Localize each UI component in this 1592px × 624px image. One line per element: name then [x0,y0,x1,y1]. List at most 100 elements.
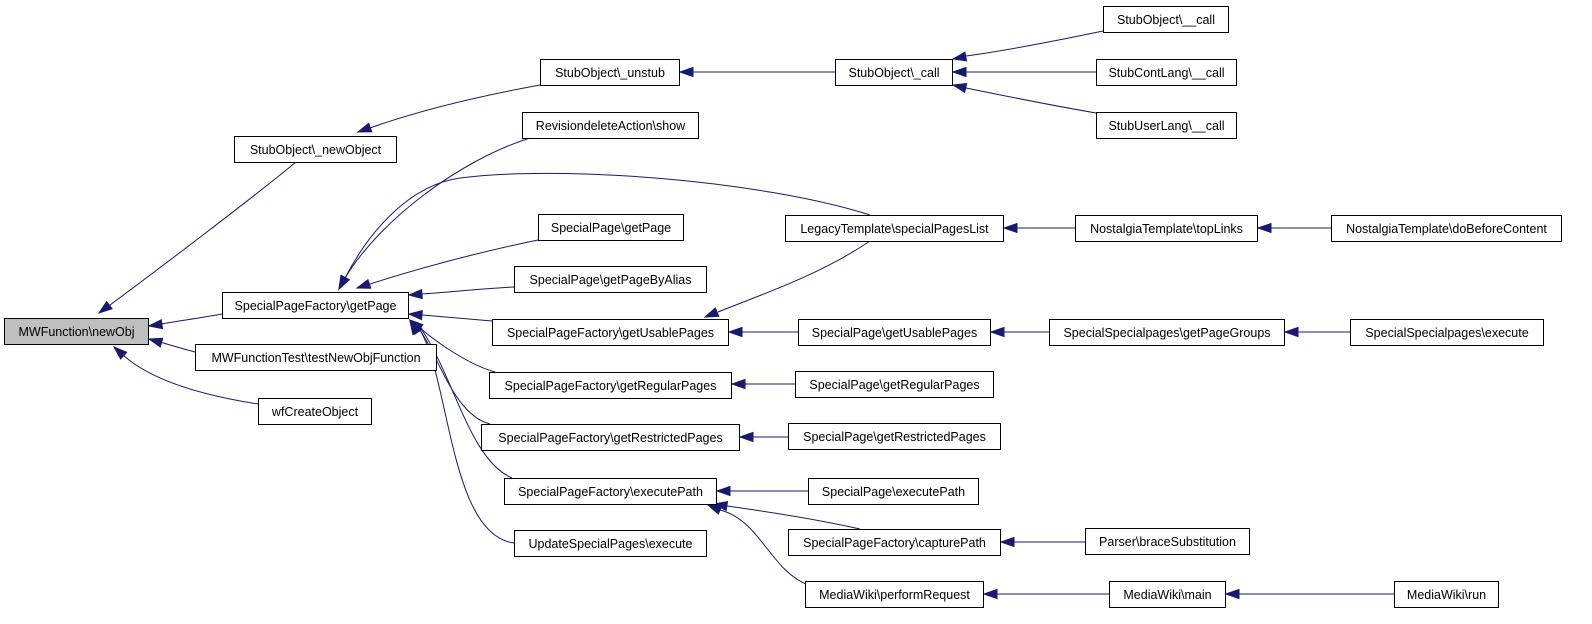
node-label: MediaWiki\performRequest [819,588,970,602]
node-box [788,529,1001,556]
node-mediawiki-performrequest[interactable]: MediaWiki\performRequest [805,581,984,608]
edge-line [421,314,493,322]
edge-stubobject___call-to-stubobject_call [951,30,1104,62]
node-label: RevisiondeleteAction\show [536,119,686,133]
node-box [489,372,732,399]
node-box [538,214,684,241]
node-label: SpecialPage\getUsablePages [812,326,977,340]
node-nostalgiatemplate-toplinks[interactable]: NostalgiaTemplate\topLinks [1075,215,1258,242]
node-nostalgiatemplate-dobeforecontent[interactable]: NostalgiaTemplate\doBeforeContent [1331,215,1562,242]
edge-legacytemplate_specialpageslist-to-specialpagefactory_getpage [338,172,871,291]
node-label: SpecialPage\getPageByAlias [530,273,692,287]
node-stubobject-newobject[interactable]: StubObject\_newObject [234,136,397,163]
node-box [1394,581,1499,608]
node-label: SpecialPage\getPage [551,221,671,235]
node-label: StubObject\__call [1117,13,1215,27]
node-mwfunction-newobj[interactable]: MWFunction\newObj [4,318,149,345]
node-box [222,292,409,319]
edge-line [419,327,496,373]
edge-mediawiki_performrequest-to-spf_executepath [706,504,809,586]
node-label: Parser\braceSubstitution [1099,535,1236,549]
node-label: SpecialPageFactory\getRestrictedPages [498,431,722,445]
node-mediawiki-run[interactable]: MediaWiki\run [1394,581,1499,608]
node-legacytemplate-specialpageslist[interactable]: LegacyTemplate\specialPagesList [785,215,1004,242]
node-specialpage-getpagebyalias[interactable]: SpecialPage\getPageByAlias [514,266,707,293]
arrowhead-icon [1002,222,1018,234]
node-label: LegacyTemplate\specialPagesList [800,222,989,236]
node-box [514,530,707,557]
node-updatespecialpages-execute[interactable]: UpdateSpecialPages\execute [514,530,707,557]
node-spf-executepath[interactable]: SpecialPageFactory\executePath [504,478,717,505]
node-box [1085,528,1250,555]
node-spf-getregularpages[interactable]: SpecialPageFactory\getRegularPages [489,372,732,399]
arrowhead-icon [730,378,746,390]
node-specialpage-getpage[interactable]: SpecialPage\getPage [538,214,684,241]
node-specialspecialpages-getpagegroups[interactable]: SpecialSpecialpages\getPageGroups [1049,319,1285,346]
node-spf-getusablepages[interactable]: SpecialPageFactory\getUsablePages [492,319,729,346]
node-specialpagefactory-getpage[interactable]: SpecialPageFactory\getPage [222,292,409,319]
node-parser-bracesubstitution[interactable]: Parser\braceSubstitution [1085,528,1250,555]
edge-stubobject_unstub-to-stubobject_newobject [356,84,541,133]
node-specialpage-getrestrictedpages[interactable]: SpecialPage\getRestrictedPages [788,423,1001,450]
node-mwfunctiontest-testnewobj[interactable]: MWFunctionTest\testNewObjFunction [195,344,437,371]
arrowhead-icon [989,326,1005,338]
node-label: StubObject\_unstub [555,66,665,80]
arrowhead-icon [738,431,754,443]
node-box [195,344,437,371]
node-wfcreateobject[interactable]: wfCreateObject [258,398,372,425]
node-label: MWFunctionTest\testNewObjFunction [211,351,420,365]
node-box [1331,215,1562,242]
edge-stubuserlang___call-to-stubobject_call [951,82,1097,114]
arrowhead-icon [951,51,968,62]
edge-spf_getusablepages-to-specialpagefactory_getpage [407,309,493,322]
edge-line [159,341,196,353]
node-specialspecialpages-execute[interactable]: SpecialSpecialpages\execute [1350,319,1544,346]
node-stubobject-unstub[interactable]: StubObject\_unstub [540,59,680,86]
node-label: SpecialPageFactory\getPage [235,299,397,313]
edge-line [717,240,871,313]
node-specialpage-executepath[interactable]: SpecialPage\executePath [808,478,979,505]
edge-stubobject_call-to-stubobject_unstub [678,66,835,78]
edge-specialpage_getpage-to-specialpagefactory_getpage [355,239,539,289]
node-specialpage-getregularpages[interactable]: SpecialPage\getRegularPages [795,371,994,398]
node-label: SpecialSpecialpages\execute [1365,326,1528,340]
node-mediawiki-main[interactable]: MediaWiki\main [1109,581,1226,608]
edge-nostalgiatemplate_toplinks-to-legacytemplate_specialpageslist [1002,222,1075,234]
edge-stubobject_newobject-to-mwfunction_newobj [97,161,297,314]
edge-specialpage_getusablepages-to-spf_getusablepages [727,326,798,338]
node-label: StubContLang\__call [1108,66,1224,80]
arrowhead-icon [715,485,731,497]
arrowhead-icon [982,588,998,600]
edge-specialpagefactory_getpage-to-mwfunction_newobj [147,313,223,330]
arrowhead-icon [727,326,743,338]
node-specialpage-getusablepages[interactable]: SpecialPage\getUsablePages [798,319,991,346]
arrowhead-icon [678,66,694,78]
edge-parser_bracesubstitution-to-spf_capturepath [999,536,1085,548]
arrowhead-icon [407,288,423,300]
node-stubcontlang---call[interactable]: StubContLang\__call [1096,59,1237,86]
node-box [504,478,717,505]
node-label: SpecialPage\getRegularPages [809,378,979,392]
node-box [798,319,991,346]
node-label: wfCreateObject [271,405,359,419]
node-box [492,319,729,346]
arrowhead-icon [1224,588,1240,600]
arrowhead-icon [97,300,113,314]
edge-line [344,137,531,279]
edge-legacytemplate_specialpageslist-to-spf_getusablepages [703,240,871,318]
node-stubobject---call[interactable]: StubObject\__call [1103,6,1229,33]
node-stubobject-call[interactable]: StubObject\_call [835,59,953,86]
arrowhead-icon [1283,326,1299,338]
node-label: SpecialPageFactory\getUsablePages [507,326,714,340]
node-revisiondeleteaction-show[interactable]: RevisiondeleteAction\show [522,112,699,139]
node-stubuserlang---call[interactable]: StubUserLang\__call [1096,112,1237,139]
node-box [4,318,149,345]
arrowhead-icon [409,319,422,336]
node-label: NostalgiaTemplate\doBeforeContent [1346,222,1547,236]
node-box [808,478,979,505]
node-spf-capturepath[interactable]: SpecialPageFactory\capturePath [788,529,1001,556]
node-label: SpecialPage\executePath [822,485,965,499]
node-spf-getrestrictedpages[interactable]: SpecialPageFactory\getRestrictedPages [481,424,740,451]
node-box [1109,581,1226,608]
